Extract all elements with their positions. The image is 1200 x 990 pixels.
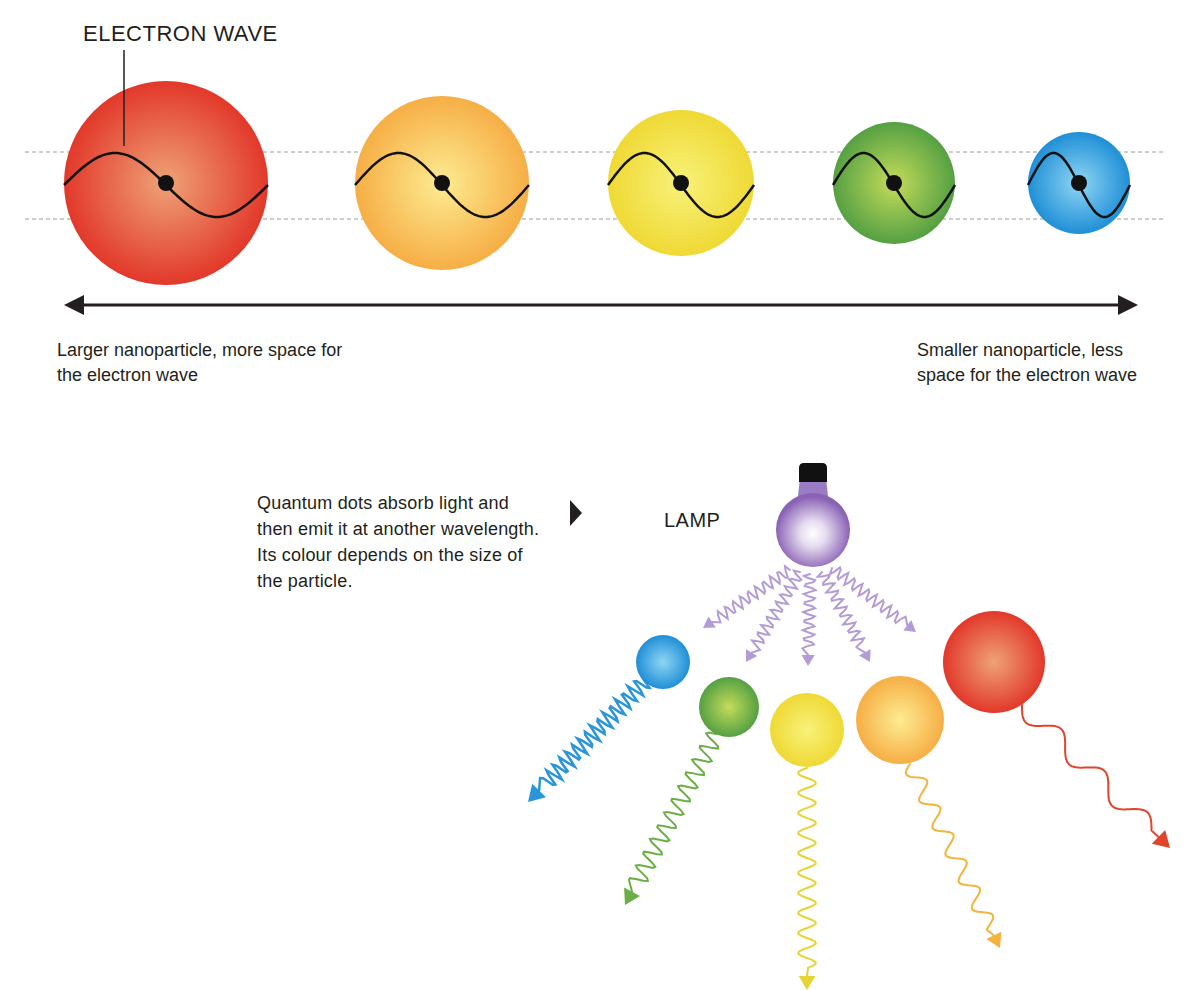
quantum-dot	[856, 676, 944, 764]
electron-dot	[673, 175, 689, 191]
arrowhead	[986, 932, 1001, 948]
axis-label: Smaller nanoparticle, less space for the…	[917, 338, 1157, 388]
electron-dot	[886, 175, 902, 191]
quantum-dot	[699, 677, 759, 737]
nanoparticle	[1028, 132, 1130, 234]
nanoparticle	[833, 122, 955, 244]
nanoparticle	[608, 110, 754, 256]
quantum-dot	[770, 693, 844, 767]
callout-label: ELECTRON WAVE	[83, 21, 343, 47]
electron-dot	[1071, 175, 1087, 191]
arrowhead	[1118, 295, 1138, 315]
size-axis	[80, 304, 1122, 307]
light-wave	[906, 764, 994, 935]
light-wave	[629, 733, 718, 892]
arrowhead	[799, 976, 816, 990]
arrowhead	[802, 655, 815, 666]
pointer-triangle	[570, 500, 582, 526]
light-wave	[798, 768, 816, 976]
electron-wave	[608, 153, 754, 217]
arrowhead	[624, 888, 640, 906]
light-wave	[830, 568, 907, 626]
light-wave	[1022, 705, 1159, 837]
arrowhead	[528, 784, 546, 802]
light-wave	[539, 673, 649, 790]
leader-line	[123, 50, 125, 146]
electron-wave	[355, 153, 529, 217]
arrowhead	[64, 295, 84, 315]
axis-label: Larger nanoparticle, more space for the …	[57, 338, 357, 388]
arrowhead	[903, 620, 916, 632]
light-wave	[752, 571, 802, 653]
nanoparticle	[64, 81, 268, 285]
light-wave	[802, 574, 815, 655]
electron-wave	[1028, 153, 1130, 217]
nanoparticle	[355, 96, 529, 270]
quantum-dot	[636, 635, 690, 689]
arrowhead	[1152, 830, 1170, 848]
electron-dot	[434, 175, 450, 191]
lamp	[776, 463, 850, 567]
electron-dot	[158, 175, 174, 191]
lamp-label: LAMP	[664, 508, 754, 532]
electron-wave	[833, 153, 955, 217]
electron-wave	[64, 153, 268, 217]
note-text: Quantum dots absorb light and then emit …	[257, 490, 547, 594]
quantum-dot	[943, 611, 1045, 713]
arrowhead	[703, 616, 716, 628]
arrowhead	[746, 649, 757, 662]
light-wave	[818, 572, 865, 652]
arrowhead	[859, 649, 871, 662]
